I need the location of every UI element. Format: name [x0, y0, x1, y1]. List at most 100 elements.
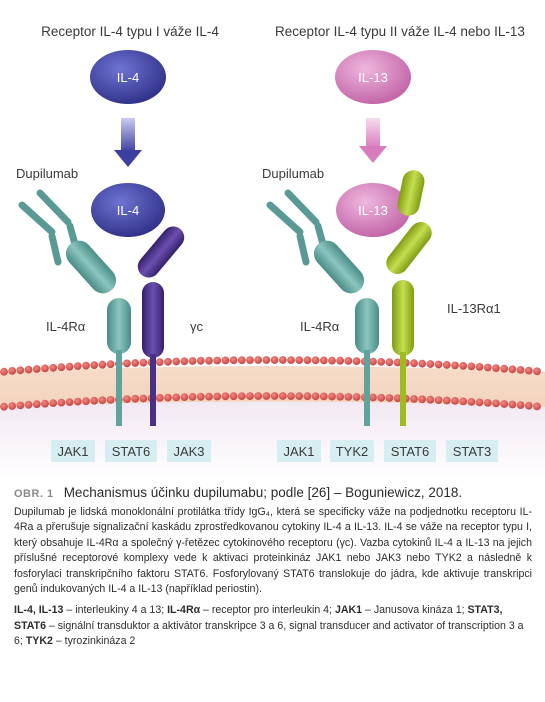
membrane-bead — [155, 358, 164, 366]
abbreviations-legend: IL-4, IL-13 – interleukiny 4 a 13; IL-4R… — [14, 603, 532, 649]
left-free-ligand: IL-4 — [90, 50, 166, 104]
right-il4ra-label: IL-4Rα — [300, 319, 340, 334]
figure-title: Mechanismus účinku dupilumabu; podle [26… — [63, 485, 463, 500]
membrane-bead — [49, 363, 58, 372]
signal-label: STAT6 — [112, 444, 151, 459]
membrane-bead — [172, 393, 181, 402]
membrane-bead — [524, 401, 533, 410]
legend-term: IL-4Rα — [167, 604, 201, 617]
membrane-bead — [205, 356, 213, 365]
membrane-bead — [254, 392, 263, 400]
membrane-bead — [369, 357, 377, 366]
membrane-bead — [344, 393, 353, 401]
membrane-bead — [57, 363, 66, 372]
membrane-bead — [270, 392, 279, 400]
signal-box — [330, 440, 374, 462]
membrane-bead — [295, 392, 304, 400]
membrane-bead — [393, 358, 402, 367]
signal-label: JAK3 — [173, 444, 204, 459]
membrane-bead — [483, 363, 492, 372]
membrane-bead — [344, 357, 353, 365]
left-binding-arrow — [114, 118, 142, 167]
membrane-bead — [32, 400, 41, 409]
svg-text:IL-13: IL-13 — [358, 203, 388, 218]
membrane-bead — [434, 396, 443, 404]
membrane-bead — [139, 394, 148, 403]
signal-box — [384, 440, 436, 462]
signal-label: STAT3 — [453, 444, 492, 459]
membrane-bead — [442, 361, 451, 369]
membrane-bead — [295, 356, 304, 364]
membrane-bead — [459, 397, 468, 406]
membrane-bead — [246, 356, 254, 364]
right-panel-title: Receptor IL-4 typu II váže IL-4 nebo IL-… — [275, 24, 525, 39]
legend-definition: – interleukiny 4 a 13; — [63, 604, 168, 617]
membrane-bead — [418, 359, 427, 368]
membrane-bead — [451, 361, 459, 370]
left-gamma-label: γc — [190, 319, 204, 334]
membrane-bead — [196, 392, 205, 401]
membrane-bead — [278, 356, 287, 364]
membrane-bead — [451, 397, 459, 405]
membrane-bead — [319, 356, 328, 365]
legend-term: IL-4, IL-13 — [14, 604, 64, 617]
legend-definition: – tyrozinkináza 2 — [52, 635, 136, 648]
figure-description: Dupilumab je lidská monoklonální protilá… — [14, 506, 532, 596]
membrane-bead — [213, 392, 222, 401]
membrane-bead — [196, 356, 205, 365]
figure-caption: OBR. 1 Mechanismus účinku dupilumabu; pod… — [14, 485, 532, 650]
membrane-bead — [65, 398, 74, 406]
membrane-bead — [369, 393, 377, 402]
membrane-bead — [278, 392, 287, 400]
right-il13ra1-receptor — [386, 170, 432, 426]
membrane-bead — [311, 356, 320, 365]
membrane-bead — [172, 357, 181, 366]
signal-box — [446, 440, 498, 462]
membrane-bead — [229, 356, 238, 365]
membrane-bead — [524, 366, 533, 375]
legend-term: STAT3, STAT6 — [14, 604, 503, 632]
membrane-bead — [106, 396, 115, 404]
membrane-bead — [410, 395, 418, 403]
membrane-bead — [500, 400, 509, 408]
membrane-bead — [82, 361, 90, 370]
membrane-bead — [352, 393, 361, 401]
membrane-bead — [123, 359, 131, 368]
membrane-bead — [377, 393, 386, 402]
membrane-bead — [98, 396, 107, 405]
membrane-bead — [188, 393, 197, 401]
membrane-bead — [442, 396, 451, 405]
membrane-bead — [459, 362, 468, 370]
membrane-bead — [270, 356, 279, 364]
membrane-bead — [49, 399, 58, 407]
membrane-bead — [303, 356, 312, 365]
membrane-bead — [475, 398, 484, 407]
membrane-bead — [155, 394, 164, 402]
membrane-bead — [205, 392, 213, 401]
membrane-bead — [483, 399, 492, 407]
membrane-bead — [467, 398, 476, 406]
legend-definition: – receptor pro interleukin 4; — [200, 604, 335, 617]
membrane-bead — [287, 392, 295, 400]
membrane-bead — [24, 400, 33, 409]
svg-text:IL-4: IL-4 — [117, 203, 139, 218]
left-dupilumab-label: Dupilumab — [16, 166, 78, 181]
membrane-bead — [385, 394, 394, 402]
membrane-bead — [131, 359, 140, 367]
membrane-bead — [90, 396, 99, 405]
svg-text:IL-4: IL-4 — [117, 70, 139, 85]
signal-box — [167, 440, 211, 462]
membrane-bead — [16, 401, 25, 410]
left-il4ra-label: IL-4Rα — [46, 319, 86, 334]
legend-definition: – signální transduktor a aktivátor trans… — [14, 619, 524, 648]
membrane-bead — [352, 357, 361, 365]
signal-box — [277, 440, 321, 462]
membrane-bead — [377, 358, 386, 366]
membrane-bead — [492, 364, 500, 372]
membrane-bead — [57, 398, 66, 407]
legend-term: JAK1 — [334, 604, 363, 617]
cell-membrane — [0, 356, 545, 411]
figure-number: OBR. 1 — [14, 488, 54, 500]
membrane-bead — [475, 363, 484, 371]
membrane-bead — [65, 362, 74, 371]
